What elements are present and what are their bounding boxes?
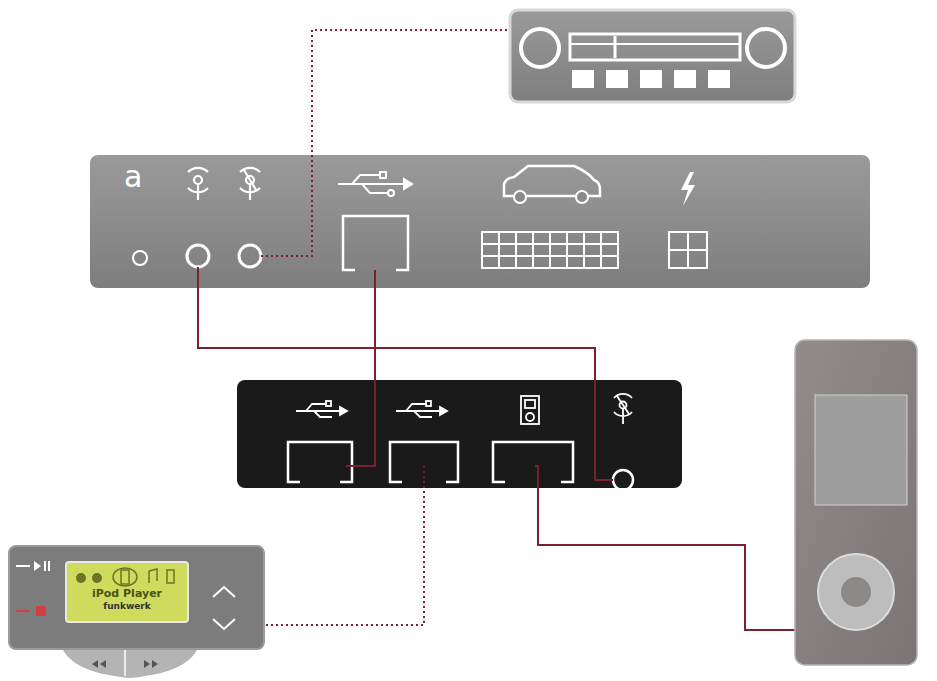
wires	[198, 30, 795, 630]
ipod-player	[795, 340, 917, 665]
ipod-interface-module	[237, 380, 682, 490]
car-radio	[510, 10, 795, 102]
menu-icons	[69, 565, 185, 587]
display-screen: iPod Playerfunkwerk	[65, 561, 189, 623]
interface-box	[90, 155, 870, 288]
brand-logo: funkwerk	[67, 600, 187, 614]
input-glyph: a	[124, 160, 142, 193]
screen-title: iPod Player	[67, 587, 187, 600]
controller-unit: iPod Playerfunkwerk	[8, 545, 265, 650]
